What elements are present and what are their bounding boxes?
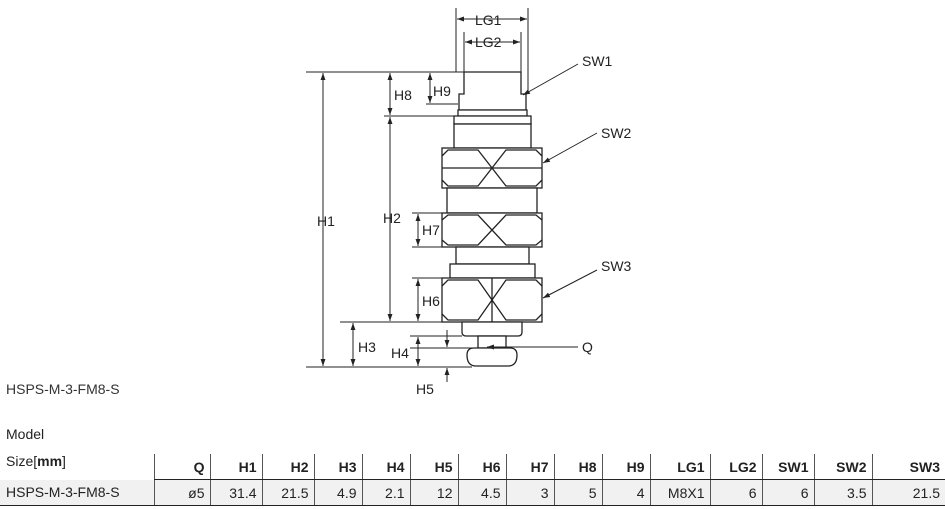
label-h8: H8 xyxy=(394,87,412,103)
label-sw3: SW3 xyxy=(601,258,632,274)
column-header-h3: H3 xyxy=(313,454,362,480)
part-outline xyxy=(441,71,543,367)
column-header-sw1: SW1 xyxy=(761,454,814,480)
label-h5: H5 xyxy=(416,381,434,397)
label-lg2: LG2 xyxy=(475,34,502,50)
column-header-h8: H8 xyxy=(553,454,602,480)
value-cell-lg1: M8X1 xyxy=(649,479,710,506)
label-sw2: SW2 xyxy=(601,125,632,141)
column-header-lg2: LG2 xyxy=(709,454,762,480)
label-sw1: SW1 xyxy=(582,53,613,69)
dimension-lines xyxy=(306,8,598,382)
value-cell-sw1: 6 xyxy=(761,479,814,506)
technical-drawing: LG1 LG2 SW1 SW2 SW3 H1 H8 H9 H2 H7 H6 H3… xyxy=(306,8,632,397)
column-header-h9: H9 xyxy=(601,454,650,480)
model-column-header xyxy=(0,454,154,480)
column-header-h1: H1 xyxy=(209,454,262,480)
label-h2: H2 xyxy=(383,210,401,226)
column-header-q: Q xyxy=(153,454,210,480)
column-header-sw2: SW2 xyxy=(813,454,872,480)
value-cell-h9: 4 xyxy=(601,479,650,506)
size-label: Size xyxy=(6,453,34,469)
label-h7: H7 xyxy=(422,222,440,238)
value-cell-h6: 4.5 xyxy=(457,479,506,506)
column-header-lg1: LG1 xyxy=(649,454,710,480)
value-cell-h8: 5 xyxy=(553,479,602,506)
model-caption: HSPS-M-3-FM8-S xyxy=(6,381,120,397)
value-cell-h7: 3 xyxy=(505,479,554,506)
label-h4: H4 xyxy=(391,345,409,361)
value-cell-h4: 2.1 xyxy=(361,479,410,506)
label-lg1: LG1 xyxy=(475,12,502,28)
column-header-h7: H7 xyxy=(505,454,554,480)
value-cell-sw2: 3.5 xyxy=(813,479,872,506)
label-q: Q xyxy=(582,339,593,355)
value-cell-h2: 21.5 xyxy=(261,479,314,506)
label-h1: H1 xyxy=(317,213,335,229)
column-header-h6: H6 xyxy=(457,454,506,480)
value-cell-q: ø5 xyxy=(153,479,210,506)
column-header-sw3: SW3 xyxy=(871,454,945,480)
model-header-label: Model xyxy=(6,426,45,442)
value-cell-sw3: 21.5 xyxy=(871,479,945,506)
dimension-labels: LG1 LG2 SW1 SW2 SW3 H1 H8 H9 H2 H7 H6 H3… xyxy=(317,12,632,397)
label-h3: H3 xyxy=(358,339,376,355)
column-header-h4: H4 xyxy=(361,454,410,480)
value-cell-h3: 4.9 xyxy=(313,479,362,506)
value-cell-h5: 12 xyxy=(409,479,458,506)
value-cell-h1: 31.4 xyxy=(209,479,262,506)
value-cell-lg2: 6 xyxy=(709,479,762,506)
column-header-h5: H5 xyxy=(409,454,458,480)
model-cell: HSPS-M-3-FM8-S xyxy=(0,479,154,506)
size-header-label: Size[mm] xyxy=(6,453,66,469)
label-h9: H9 xyxy=(433,83,451,99)
label-h6: H6 xyxy=(422,293,440,309)
unit-label: mm xyxy=(37,453,63,469)
column-header-h2: H2 xyxy=(261,454,314,480)
